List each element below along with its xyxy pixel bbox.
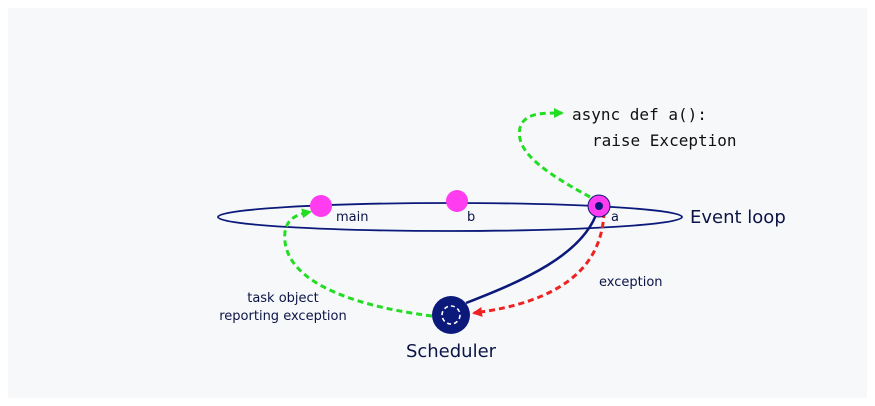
- code-line-1: async def a():: [572, 105, 707, 124]
- code-line-2: raise Exception: [592, 131, 737, 150]
- task-object-arrow: [283, 208, 433, 318]
- exception-arrow: [472, 211, 606, 317]
- task-main-node: [310, 195, 332, 217]
- scheduler-inner-ring: [441, 305, 461, 325]
- task-b-node: [446, 190, 468, 212]
- task-main-label: main: [336, 210, 368, 225]
- task-object-label-line-2: reporting exception: [219, 309, 346, 324]
- task-object-label-line-1: task object: [247, 291, 319, 306]
- scheduler-link: [465, 208, 600, 305]
- scheduler-node: [432, 296, 470, 334]
- scheduler-label: Scheduler: [406, 341, 497, 362]
- exception-label: exception: [599, 275, 663, 290]
- event-loop-label: Event loop: [690, 207, 786, 228]
- task-a-label: a: [611, 210, 619, 225]
- task-a-center-dot: [595, 202, 603, 210]
- task-b-label: b: [467, 210, 475, 225]
- call-arrow: [517, 107, 591, 199]
